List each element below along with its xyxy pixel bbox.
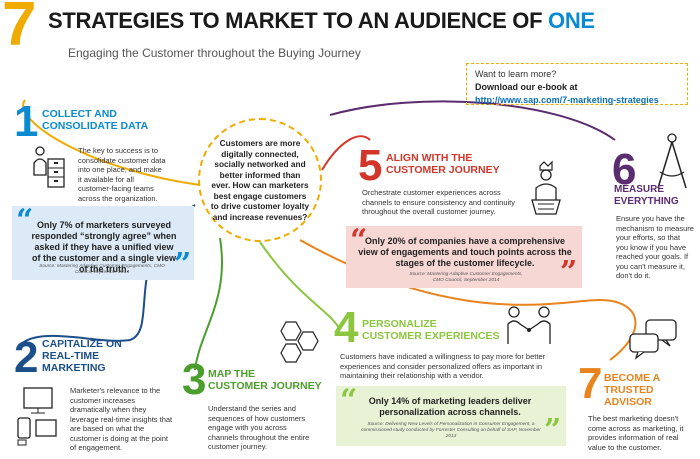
strategy-2-body: Marketer's relevance to the customer inc… bbox=[70, 386, 173, 452]
devices-icon bbox=[14, 386, 60, 446]
strategy-6-heading-l2: EVERYTHING bbox=[614, 196, 679, 207]
strategy-2-number: 2 bbox=[14, 333, 39, 382]
strategy-3-heading-l2: CUSTOMER JOURNEY bbox=[208, 380, 322, 392]
strategy-2-heading: CAPITALIZE ON REAL-TIME MARKETING bbox=[42, 338, 122, 374]
strategy-6-heading-l1: MEASURE bbox=[614, 184, 665, 195]
strategy-1-body: The key to success is to consolidate cus… bbox=[78, 146, 166, 203]
strategy-5-quote-box: “ Only 20% of companies have a comprehen… bbox=[346, 226, 582, 288]
open-quote-icon: “ bbox=[16, 203, 34, 238]
strategy-1-heading-l1: COLLECT AND bbox=[42, 108, 117, 120]
strategy-7-heading-l2: TRUSTED bbox=[604, 384, 654, 396]
strategy-7-heading-l3: ADVISOR bbox=[604, 396, 652, 408]
strategy-4-source: Source: Delivering New Levels of Persona… bbox=[361, 422, 541, 439]
strategy-7-heading: BECOME A TRUSTED ADVISOR bbox=[604, 372, 660, 408]
strategy-4-heading-l2: CUSTOMER EXPERIENCES bbox=[362, 330, 500, 342]
strategy-1-source: Source: Mastering Adaptive Customer Enga… bbox=[39, 264, 165, 275]
strategy-6-heading: MEASURE EVERYTHING bbox=[614, 184, 679, 208]
strategy-4-heading-l1: PERSONALIZE bbox=[362, 318, 437, 330]
strategy-4-body: Customers have indicated a willingness t… bbox=[340, 352, 546, 380]
strategy-1-quote: Only 7% of marketers surveyed responded … bbox=[31, 220, 177, 274]
strategy-7-body: The best marketing doesn't come across a… bbox=[588, 414, 684, 452]
filing-cabinet-icon bbox=[30, 145, 68, 189]
learn-more-line2: Download our e-book at bbox=[475, 82, 578, 92]
strategy-3-body: Understand the series and sequences of h… bbox=[208, 404, 310, 451]
strategy-5-source: Source: Mastering Adaptive Customer Enga… bbox=[409, 272, 523, 283]
open-quote-icon: “ bbox=[340, 383, 358, 418]
strategy-1-number: 1 bbox=[14, 97, 39, 146]
strategy-5-heading-l2: CUSTOMER JOURNEY bbox=[386, 164, 500, 176]
center-question-text: Customers are more digitally connected, … bbox=[210, 138, 310, 222]
hexagons-icon bbox=[272, 318, 328, 374]
strategy-1-quote-box: “ Only 7% of marketers surveyed responde… bbox=[12, 206, 194, 280]
close-quote-icon: ” bbox=[560, 255, 578, 290]
page-subtitle: Engaging the Customer throughout the Buy… bbox=[68, 46, 361, 60]
strategy-4-quote: Only 14% of marketing leaders deliver pe… bbox=[368, 396, 532, 417]
strategy-6-body: Ensure you have the mechanism to measure… bbox=[616, 214, 694, 280]
strategy-5-quote: Only 20% of companies have a comprehensi… bbox=[358, 236, 572, 268]
strategy-1-heading-l2: CONSOLIDATE DATA bbox=[42, 120, 149, 132]
close-quote-icon: ” bbox=[174, 247, 192, 282]
title-main: STRATEGIES TO MARKET TO AN AUDIENCE OF bbox=[48, 8, 543, 33]
compass-icon bbox=[652, 132, 692, 192]
learn-more-line1: Want to learn more? bbox=[475, 69, 557, 79]
strategy-1-heading: COLLECT AND CONSOLIDATE DATA bbox=[42, 108, 148, 132]
handshake-icon bbox=[504, 304, 554, 348]
strategy-3-heading: MAP THE CUSTOMER JOURNEY bbox=[208, 368, 322, 392]
strategy-3-heading-l1: MAP THE bbox=[208, 368, 256, 380]
strategy-4-heading: PERSONALIZE CUSTOMER EXPERIENCES bbox=[362, 318, 500, 342]
open-quote-icon: “ bbox=[350, 223, 368, 258]
strategy-5-heading-l1: ALIGN WITH THE bbox=[386, 152, 473, 164]
header-number: 7 bbox=[2, 0, 37, 59]
strategy-4-number: 4 bbox=[334, 303, 359, 352]
strategy-7-heading-l1: BECOME A bbox=[604, 372, 661, 384]
strategy-5-body: Orchestrate customer experiences across … bbox=[362, 188, 516, 216]
strategy-2-heading-l3: MARKETING bbox=[42, 362, 106, 374]
strategy-2-heading-l1: CAPITALIZE ON bbox=[42, 338, 122, 350]
title-highlight: ONE bbox=[548, 8, 595, 33]
strategy-2-heading-l2: REAL-TIME bbox=[42, 350, 100, 362]
close-quote-icon: ” bbox=[544, 413, 562, 448]
strategy-6-number: 6 bbox=[612, 145, 637, 194]
ebook-link[interactable]: http://www.sap.com/7-marketing-strategie… bbox=[475, 95, 659, 105]
strategy-4-quote-box: “ Only 14% of marketing leaders deliver … bbox=[336, 386, 566, 446]
person-with-basket-icon bbox=[526, 160, 566, 216]
center-question: Customers are more digitally connected, … bbox=[198, 118, 322, 242]
page-title: STRATEGIES TO MARKET TO AN AUDIENCE OF O… bbox=[48, 8, 595, 34]
learn-more-box: Want to learn more? Download our e-book … bbox=[466, 63, 688, 105]
strategy-7-number: 7 bbox=[578, 359, 603, 408]
strategy-5-heading: ALIGN WITH THE CUSTOMER JOURNEY bbox=[386, 152, 500, 176]
speech-bubbles-icon bbox=[626, 318, 680, 362]
strategy-5-number: 5 bbox=[358, 141, 383, 190]
strategy-3-number: 3 bbox=[182, 355, 207, 404]
